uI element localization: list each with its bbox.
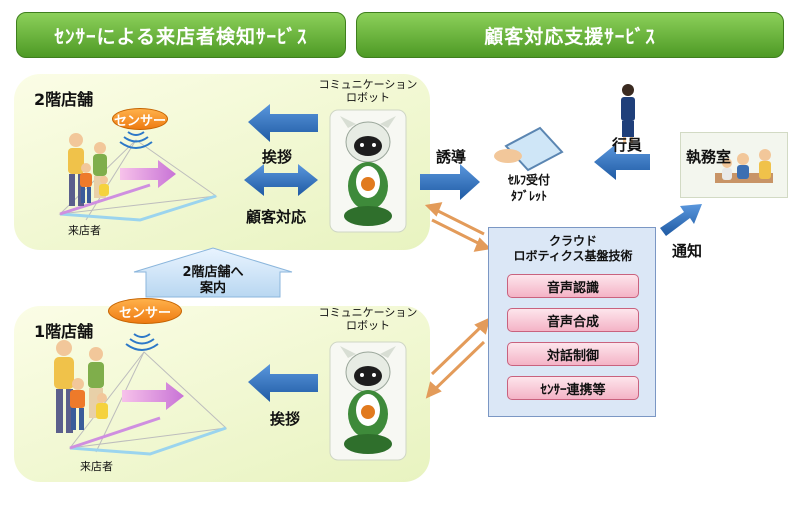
notify-label: 通知 [672,242,703,260]
office-label: 執務室 [686,148,732,166]
floor2-title: 2階店舗 [34,90,94,109]
induce-label: 誘導 [436,148,467,166]
floor1-visitor-family-icon [54,340,108,433]
floor2-robot-icon [329,109,407,233]
cloud-connector-arrows [424,202,492,399]
tech-item-speech-synthesis: 音声合成 [507,308,639,332]
notify-arrow [660,204,702,236]
floor1-greeting-arrow [248,364,318,402]
floor2-greeting-label: 挨拶 [262,148,293,166]
tech-item-speech-recognition: 音声認識 [507,274,639,298]
floor1-robot-icon [329,341,407,461]
staff-label: 行員 [612,136,643,154]
tech-item-dialog-control: 対話制御 [507,342,639,366]
floor2-visitor-family-icon [68,133,109,206]
cloud-robotics-title: クラウド ロボティクス基盤技術 [513,234,633,263]
guide-up-arrow [133,247,293,298]
floor2-visitor-label: 来店者 [68,224,101,237]
floor1-sensor-field [68,351,228,456]
customer-service-label: 顧客対応 [246,208,307,226]
floor1-title: 1階店舗 [34,322,94,341]
office-room-panel [680,132,788,198]
guide-to-floor2-label: 2階店舗へ 案内 [182,265,244,296]
induce-arrow [420,164,480,200]
floor1-robot-label: コミュニケーション ロボット [318,306,418,332]
self-reception-tablet-label: ｾﾙﾌ受付 ﾀﾌﾞﾚｯﾄ [507,173,550,203]
floor2-signal-icon [119,131,153,149]
office-people-icon [715,149,773,183]
floor1-sensor-badge: センサー [108,298,182,324]
floor2-robot-label: コミュニケーション ロボット [318,78,418,104]
tech-item-sensor-integration: ｾﾝｻｰ連携等 [507,376,639,400]
floor2-sensor-badge: センサー [112,108,168,130]
floor1-movement-arrow [122,382,184,410]
floor1-greeting-label: 挨拶 [270,410,301,428]
floor2-movement-arrow [120,160,176,188]
header-sensor-service: ｾﾝｻｰによる来店者検知ｻｰﾋﾞｽ [16,12,346,58]
floor1-signal-icon [125,333,159,351]
customer-service-double-arrow [244,164,318,196]
staff-person-icon [621,84,635,143]
cloud-robotics-box: クラウド ロボティクス基盤技術 音声認識 音声合成 対話制御 ｾﾝｻｰ連携等 [488,227,656,417]
staff-arrow [594,144,650,180]
tablet-icon [494,126,564,172]
floor1-visitor-label: 来店者 [80,460,113,473]
floor2-greeting-arrow [248,104,318,142]
header-customer-support-service: 顧客対応支援ｻｰﾋﾞｽ [356,12,784,58]
